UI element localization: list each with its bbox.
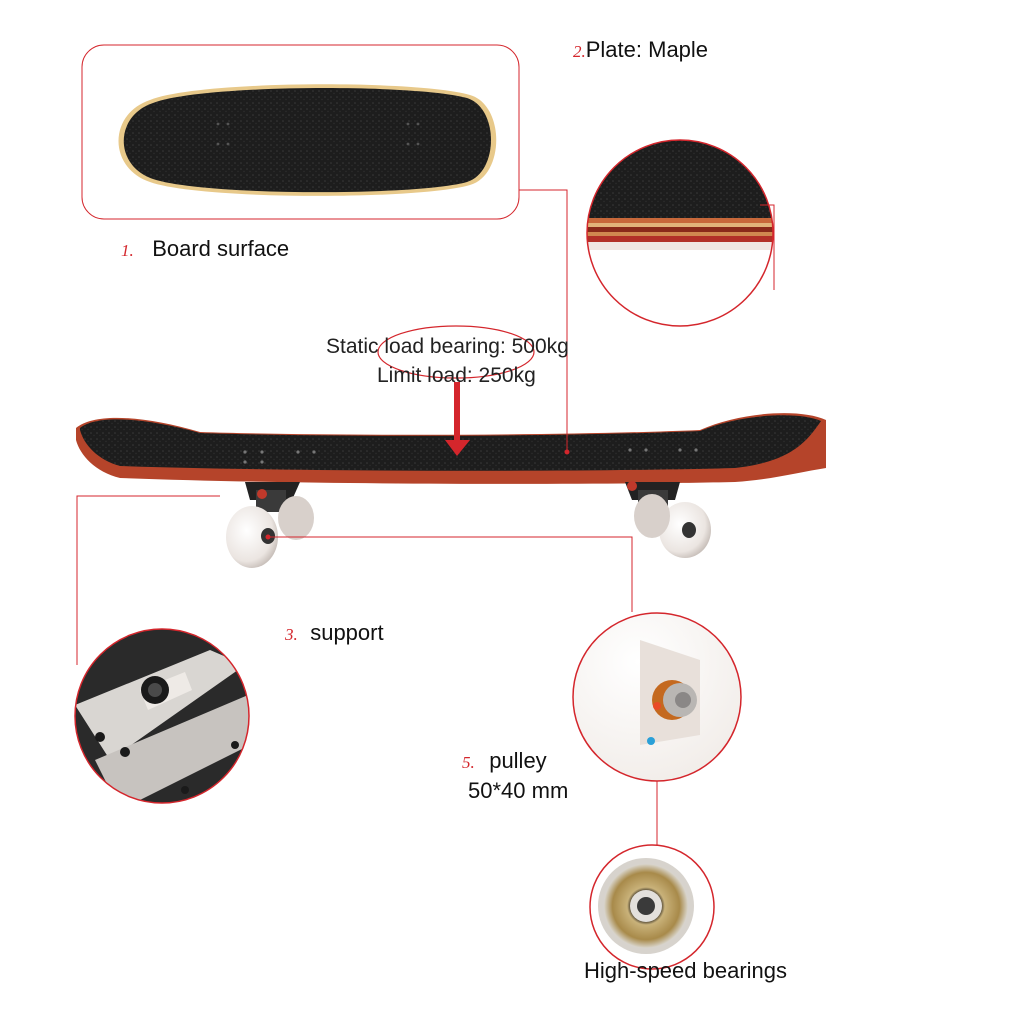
load-highlight-ring: [377, 325, 535, 379]
support-number: 3.: [285, 625, 298, 644]
plate-callout-label: Plate: Maple: [585, 37, 709, 62]
pulley-number: 5.: [462, 753, 475, 772]
down-arrow-icon: [445, 382, 470, 456]
leader-lines: [76, 189, 775, 845]
board-surface-panel: [81, 44, 520, 220]
plate-closeup: [586, 139, 774, 327]
bearings-label: High-speed bearings: [584, 958, 788, 983]
support-callout: 3. support: [285, 620, 384, 646]
plate-callout: 2.Plate: Maple: [573, 37, 708, 63]
support-closeup: [74, 628, 250, 804]
board-surface-number: 1.: [121, 241, 134, 260]
limit-load-text: Limit load: 250kg: [377, 364, 536, 387]
pulley-callout: 5. pulley: [462, 748, 547, 774]
static-load-text: Static load bearing: 500kg: [326, 335, 569, 358]
plate-callout-number: 2.: [573, 42, 586, 61]
pulley-size: 50*40 mm: [468, 778, 569, 803]
board-surface-label: Board surface: [152, 236, 290, 261]
bearings-closeup: [589, 844, 715, 970]
board-surface-callout: 1. Board surface: [121, 236, 289, 262]
pulley-label: pulley: [489, 748, 547, 773]
pulley-closeup: [572, 612, 742, 782]
support-label: support: [310, 620, 384, 645]
skateboard: [76, 413, 826, 568]
